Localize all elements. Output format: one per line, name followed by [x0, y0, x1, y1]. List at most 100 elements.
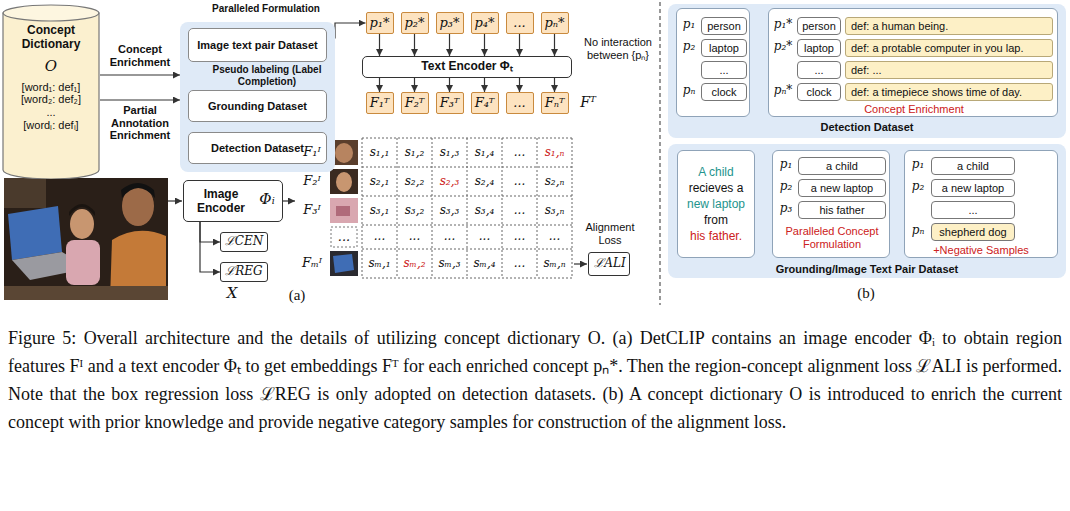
panel-separator [659, 2, 660, 305]
loss-box: ℒCEN [220, 232, 268, 252]
dataset-panel: Grounding/Image Text Pair DatasetA child… [668, 144, 1066, 278]
concept-pill: a child [798, 157, 886, 175]
matrix-cell: s₁,₂ [397, 138, 432, 167]
node-text: p₁* [771, 18, 795, 32]
loss-arrow [574, 263, 587, 264]
matrix-cell: s₁,₃ [432, 138, 467, 167]
node-text: p₂* [404, 16, 424, 31]
embedding-box: p₄* [471, 12, 499, 34]
feature-arrow [283, 200, 295, 201]
matrix-cell: s₂,₃ [432, 167, 467, 196]
node-text: clock [711, 86, 736, 99]
definition-box: def: ... [845, 61, 1053, 79]
region-crop [335, 143, 353, 163]
node-text: person [707, 20, 741, 33]
node-text: Alignment Loss [573, 221, 647, 246]
matrix-cell: s₃,₄ [467, 196, 502, 225]
dataset-panel: Detection Datasetp₁p₂pₙpersonlaptop...cl… [668, 4, 1066, 138]
node-text: F₂ᵀ [405, 96, 425, 111]
node-text: Paralleled Concept Formulation [777, 225, 887, 250]
feature-label: Fₘᴵ [296, 249, 328, 278]
embedding-box: F₂ᵀ [401, 92, 429, 114]
node-text: shepherd dog [939, 226, 1006, 239]
node-text: Fₙᵀ [545, 96, 565, 111]
node-text: ... [814, 64, 823, 77]
node-text: ℒREG [225, 265, 262, 279]
node-text: Concept Dictionary [2, 24, 100, 52]
connector-arrow [554, 78, 555, 92]
node-text: clock [806, 86, 831, 99]
node-text: ... [513, 16, 525, 31]
edge-label: Partial Annotation Enrichment [102, 104, 178, 142]
node-text: def: a timepiece shows time of day. [851, 86, 1022, 99]
matrix-grid [362, 225, 572, 226]
matrix-cell: ... [362, 225, 397, 249]
concept-pill: person [701, 17, 747, 35]
embedding-box: pₙ* [541, 12, 569, 34]
matrix-grid [362, 278, 572, 279]
example-box: p₁p₂p₃Paralleled Concept Formulationa ch… [772, 150, 890, 258]
matrix-cell: ... [467, 225, 502, 249]
cylinder-top [3, 5, 99, 21]
node-text: a child [957, 160, 989, 173]
connector-arrow [484, 34, 485, 56]
matrix-grid [537, 138, 538, 278]
matrix-cell: ... [502, 138, 537, 167]
connector-arrow [519, 34, 520, 56]
node-text: p₁ [907, 158, 929, 172]
node-text: [wordₗ: defₗ] [23, 119, 78, 132]
definition-box: def: a human being. [845, 17, 1053, 35]
node-text: ... [719, 64, 728, 77]
matrix-grid [467, 138, 468, 278]
node-text: pₙ* [771, 84, 795, 98]
matrix-grid [362, 196, 572, 197]
node-text: person [802, 20, 836, 33]
node-text: Detection Dataset [668, 121, 1066, 134]
connector-arrow [379, 34, 380, 56]
node-text: his father [819, 204, 864, 217]
node-text: laptop [804, 42, 834, 55]
matrix-cell: sₘ,ₙ [537, 249, 572, 278]
matrix-cell: s₃,₂ [397, 196, 432, 225]
matrix-cell: ... [502, 167, 537, 196]
node-text: p₄* [474, 16, 494, 31]
matrix-cell: s₁,₁ [362, 138, 397, 167]
region-crop [330, 251, 358, 276]
matrix-cell: s₁,₄ [467, 138, 502, 167]
concept-pill: shepherd dog [931, 223, 1015, 241]
embedding-box: ... [506, 12, 534, 34]
annotation-note: No interaction between {pₙ} [578, 36, 658, 61]
dataset-box: Grounding Dataset [188, 90, 327, 122]
node-text: p₃* [439, 16, 459, 31]
matrix-cell: s₁,ₙ [537, 138, 572, 167]
encoder-box: Image EncoderΦᵢ [183, 180, 283, 222]
child-hair [69, 204, 95, 216]
child-shirt [66, 240, 100, 285]
matrix-cell: sₘ,₁ [362, 249, 397, 278]
matrix-grid [432, 138, 433, 278]
example-box: p₁p₂pₙpersonlaptop...clock [676, 8, 750, 117]
node-text: recieves a [689, 180, 744, 196]
matrix-cell: s₂,ₙ [537, 167, 572, 196]
embedding-box: p₁* [366, 12, 394, 34]
region-crop [330, 198, 358, 223]
node-text: p₂* [771, 40, 795, 54]
node-text: p₃ [775, 202, 797, 216]
node-text: [word₁: def₁] [22, 81, 81, 94]
photo-wall [4, 178, 46, 208]
concept-pill: laptop [701, 39, 747, 57]
input-arrow [168, 200, 182, 201]
node-text: A child [698, 164, 733, 180]
node-text: p₂ [907, 180, 929, 194]
image-label: X [220, 285, 244, 302]
node-text: Text Encoder Φₜ [421, 60, 512, 74]
connector-arrow [200, 222, 220, 272]
region-crop [330, 169, 358, 194]
concept-pill: clock [797, 83, 841, 101]
concept-pill: a new laptop [798, 179, 886, 197]
node-text: def: ... [851, 64, 882, 77]
matrix-grid [362, 167, 572, 168]
matrix-grid [397, 138, 398, 278]
node-text: a new laptop [942, 182, 1004, 195]
node-text: Image Encoder [188, 188, 254, 216]
